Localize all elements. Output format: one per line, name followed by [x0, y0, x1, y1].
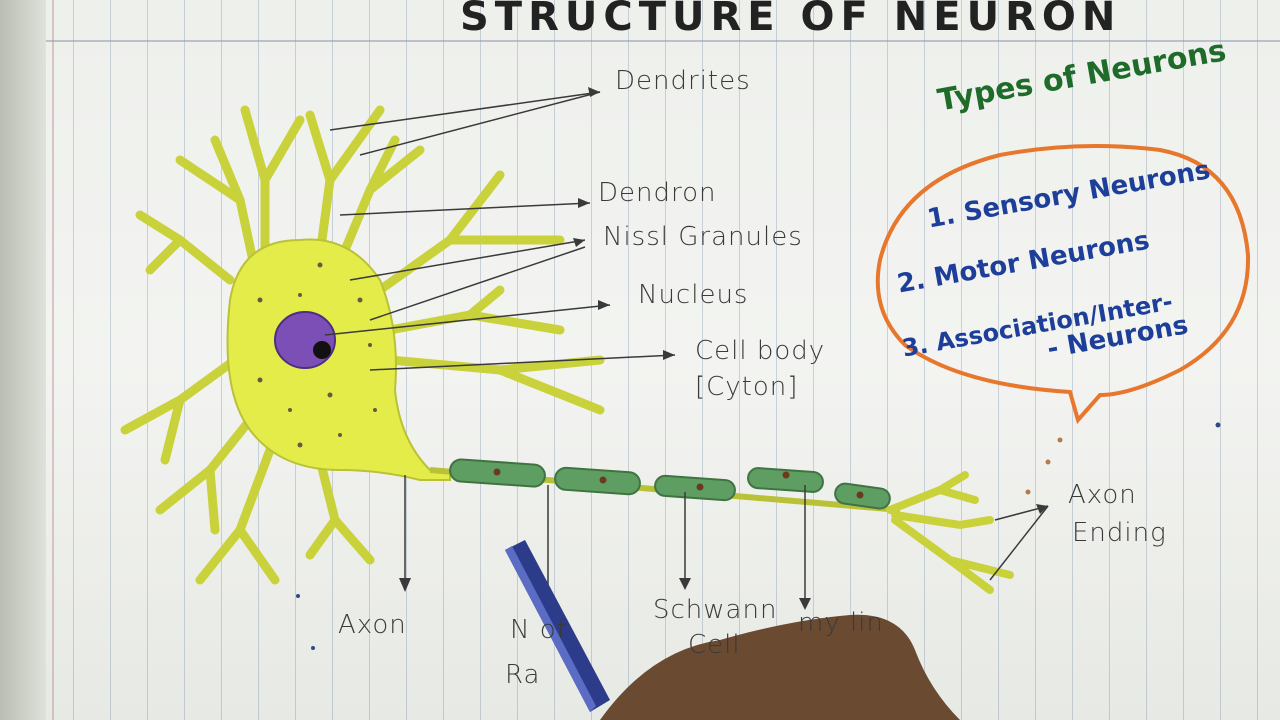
top-rule [46, 40, 1280, 42]
nucleolus [313, 341, 331, 359]
margin-line [52, 0, 54, 720]
label-dendron: Dendron [598, 178, 717, 208]
label-cyton: [Cyton] [695, 372, 799, 402]
label-schwann: Schwann [653, 595, 778, 625]
pen [505, 540, 610, 712]
label-node-of-ranvier-1: N of [510, 615, 567, 645]
schwann-nuclei [493, 468, 864, 499]
label-dendrites: Dendrites [615, 66, 751, 96]
label-nucleus: Nucleus [638, 280, 749, 310]
label-axon: Axon [338, 610, 407, 640]
nucleus [274, 311, 336, 369]
myelin-sheath [449, 458, 891, 510]
label-axon-endings-2: Ending [1072, 518, 1167, 548]
label-axon-endings-1: Axon [1068, 480, 1137, 510]
label-cell-body: Cell body [695, 336, 826, 366]
nissl-granules [257, 262, 377, 448]
label-schwann-cell: Cell [688, 630, 741, 660]
label-node-of-ranvier-2: Ra [505, 660, 541, 690]
decorative-dots [296, 422, 1221, 650]
label-nissl-granules: Nissl Granules [603, 222, 803, 252]
cell-body [226, 238, 451, 481]
types-callout [875, 144, 1251, 425]
axon-terminals [886, 471, 1014, 594]
page-title: STRUCTURE OF NEURON [460, 0, 1122, 40]
pointer-lines [324, 91, 1049, 605]
pointer-arrowheads [399, 87, 1048, 610]
writing-hand [600, 614, 960, 720]
notebook-binding [0, 0, 46, 720]
label-myelin: my lin [798, 608, 884, 638]
